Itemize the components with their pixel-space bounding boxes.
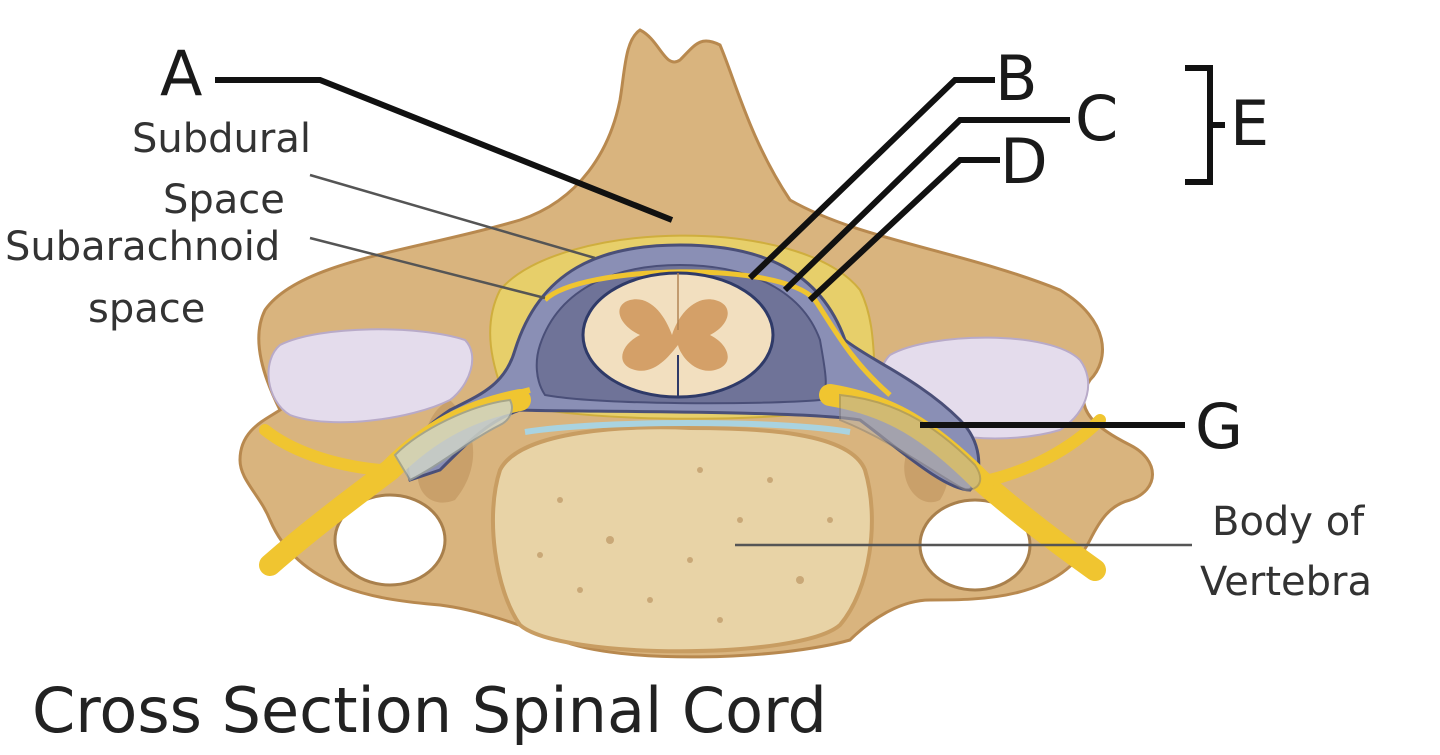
spinal-cord	[581, 271, 775, 399]
label-c: C	[1075, 82, 1118, 155]
spinal-nerves	[259, 384, 1106, 581]
gray-matter	[619, 299, 728, 371]
dorsal-ramus-right	[984, 414, 1106, 486]
labels: A B C D E G Subdural Space Subarachnoid …	[5, 37, 1372, 747]
nerve-sheath-left	[393, 398, 513, 482]
leader-line-c	[782, 117, 1070, 293]
vertebral-body	[490, 420, 874, 654]
bone-texture	[537, 467, 833, 623]
label-g: G	[1195, 390, 1243, 463]
leader-line-subdural	[309, 173, 596, 260]
leader-line-subarachnoid	[309, 236, 546, 300]
bracket-e	[1185, 65, 1225, 185]
label-subarachnoid-line1: Subarachnoid	[5, 224, 280, 270]
arachnoid-line-yellow	[543, 269, 892, 397]
leader-line-b	[747, 77, 995, 281]
label-a: A	[160, 37, 202, 110]
label-subarachnoid-line2: space	[88, 286, 205, 332]
leader-line-a	[215, 77, 674, 223]
articular-facet-left	[267, 328, 474, 424]
label-e: E	[1230, 87, 1269, 160]
label-subdural-line2: Space	[163, 177, 285, 223]
dorsal-ramus-left	[259, 424, 386, 476]
label-body-of-vertebra-line1: Body of	[1212, 499, 1365, 545]
posterior-ligament	[524, 420, 851, 435]
label-body-of-vertebra-line2: Vertebra	[1200, 559, 1372, 605]
leader-line-d	[807, 157, 1000, 303]
nerve-sheath-right	[839, 393, 982, 492]
transverse-foramen-left	[333, 493, 447, 587]
label-d: D	[1000, 125, 1048, 198]
diagram-title: Cross Section Spinal Cord	[32, 674, 827, 747]
label-subdural-line1: Subdural	[132, 116, 311, 162]
label-b: B	[995, 42, 1038, 115]
leader-lines	[215, 65, 1225, 547]
